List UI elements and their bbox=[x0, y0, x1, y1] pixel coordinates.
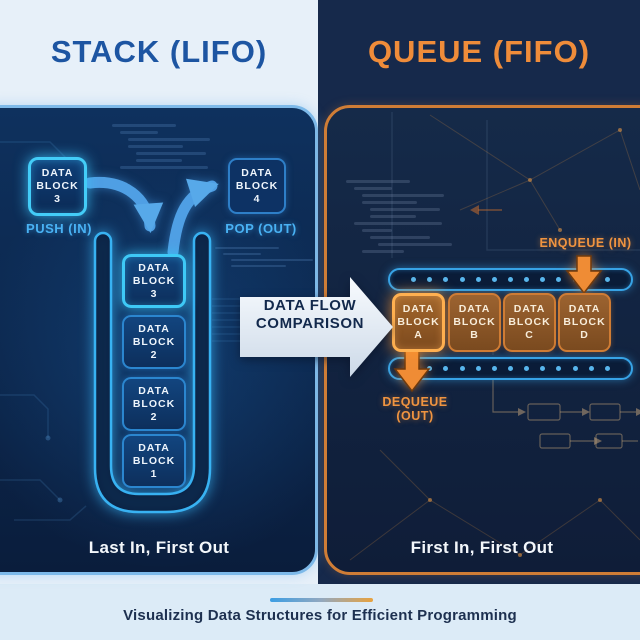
belt-dot bbox=[588, 366, 594, 371]
belt-dot bbox=[540, 366, 546, 371]
enqueue-label: ENQUEUE (IN) bbox=[539, 236, 632, 250]
queue-belt-top bbox=[388, 268, 633, 291]
belt-dot bbox=[475, 277, 481, 282]
belt-dot bbox=[443, 366, 449, 371]
belt-dot bbox=[556, 366, 562, 371]
footer-strip bbox=[0, 584, 640, 640]
belt-dot bbox=[540, 277, 546, 282]
belt-dot bbox=[588, 277, 594, 282]
stack-title: STACK (LIFO) bbox=[50, 34, 268, 69]
dequeue-label: DEQUEUE (OUT) bbox=[382, 395, 448, 423]
belt-dot bbox=[572, 277, 578, 282]
belt-dot bbox=[443, 277, 449, 282]
belt-dot bbox=[524, 277, 530, 282]
queue-title: QUEUE (FIFO) bbox=[367, 34, 591, 69]
belt-dot bbox=[507, 277, 513, 282]
stack-incoming-block: DATA BLOCK 3 bbox=[28, 157, 87, 216]
belt-dot bbox=[459, 277, 465, 282]
pop-label: POP (OUT) bbox=[225, 221, 297, 236]
belt-dot bbox=[475, 366, 481, 371]
queue-belt-bottom bbox=[388, 357, 633, 380]
footer-caption: Visualizing Data Structures for Efficien… bbox=[123, 607, 517, 624]
belt-dot bbox=[427, 277, 433, 282]
footer-accent-line bbox=[270, 598, 373, 602]
stack-caption: Last In, First Out bbox=[88, 538, 230, 557]
belt-dot bbox=[556, 277, 562, 282]
queue-caption: First In, First Out bbox=[410, 538, 554, 557]
push-label: PUSH (IN) bbox=[26, 221, 92, 236]
belt-dot bbox=[507, 366, 513, 371]
stack-outgoing-block: DATA BLOCK 4 bbox=[228, 158, 286, 214]
belt-dot bbox=[427, 366, 433, 371]
belt-dot bbox=[411, 277, 417, 282]
belt-dot bbox=[491, 277, 497, 282]
belt-dot bbox=[459, 366, 465, 371]
belt-dot bbox=[524, 366, 530, 371]
belt-dot bbox=[604, 277, 610, 282]
belt-dot bbox=[491, 366, 497, 371]
belt-dot bbox=[572, 366, 578, 371]
belt-dot bbox=[411, 366, 417, 371]
belt-dot bbox=[604, 366, 610, 371]
